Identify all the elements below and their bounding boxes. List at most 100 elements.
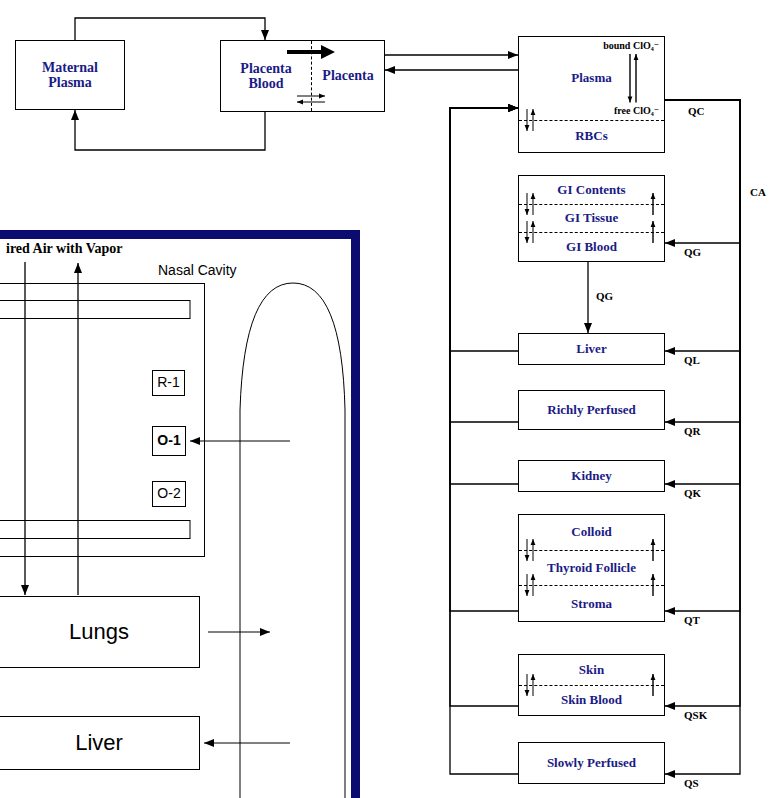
flow-arrow — [665, 100, 740, 422]
compartment-box: ColloidThyroid FollicleStroma — [518, 514, 665, 622]
node-text: Stroma — [571, 597, 612, 611]
airflow-arrow — [77, 263, 78, 595]
region-box: O-1 — [152, 426, 186, 456]
compartment: GI Tissue — [519, 204, 664, 233]
node-text: GI Contents — [557, 183, 625, 197]
compartment: Lungs — [0, 597, 199, 667]
transfer-arrow — [204, 743, 290, 744]
region-box: R-1 — [152, 370, 185, 396]
compartment: GI Blood — [519, 232, 664, 261]
transfer-arrow — [190, 441, 290, 442]
node-text: Colloid — [571, 525, 611, 539]
flow-label: QSK — [683, 709, 708, 722]
placenta-box: Placenta Blood Placenta — [220, 40, 385, 112]
organ-box: Liver — [0, 716, 200, 770]
flow-arrow — [450, 108, 518, 774]
region-box: O-2 — [152, 481, 186, 507]
node-text: GI Blood — [566, 240, 617, 254]
flow-arrow — [665, 100, 740, 243]
compartment: Kidney — [519, 461, 664, 491]
node-text: bound ClO₄⁻ — [603, 40, 659, 51]
node-text: free ClO₄⁻ — [614, 105, 659, 116]
flow-label: QG — [683, 246, 702, 259]
compartment: Maternal Plasma — [16, 41, 124, 109]
organ-box: Richly Perfused — [518, 390, 665, 430]
node-heading: Nasal Cavity — [158, 263, 237, 278]
flow-arrow — [665, 100, 740, 611]
flow-arrow — [75, 18, 265, 40]
compartment: GI Contents — [519, 176, 664, 204]
flow-label: CA — [750, 186, 766, 199]
node-text: Thyroid Follicle — [547, 561, 636, 575]
panel-frame — [0, 235, 356, 798]
flow-arrow — [450, 108, 518, 422]
flow-arrow — [665, 100, 740, 484]
flow-arrow — [450, 108, 518, 484]
compartment: O-2 — [153, 482, 185, 506]
transfer-arrow — [287, 50, 321, 54]
binding-arrow — [635, 54, 636, 102]
compartment-box: SkinSkin Blood — [518, 654, 665, 716]
flow-label: ired Air with Vapor — [6, 241, 123, 257]
compartment: RBCs — [519, 120, 664, 153]
nasal-cavity-box: Nasal CavityR-1O-1O-2 — [0, 283, 205, 557]
node-text: Richly Perfused — [547, 403, 635, 417]
flow-arrow — [450, 108, 518, 706]
airflow-arrow — [24, 262, 25, 595]
compartment: Liver — [0, 717, 199, 769]
flow-label: QR — [683, 425, 702, 438]
blood-outline — [240, 283, 345, 798]
compartment: Liver — [519, 334, 664, 364]
flow-label: QT — [683, 614, 701, 627]
node-text: Kidney — [571, 469, 611, 483]
edge-group — [75, 18, 740, 774]
node-text: Lungs — [69, 620, 129, 644]
node-text: Liver — [75, 731, 123, 755]
node-text: Skin — [579, 663, 604, 677]
node-text: Skin Blood — [561, 693, 622, 707]
flow-arrow — [587, 262, 588, 333]
node-text: Placenta — [322, 68, 373, 83]
node-text: Placenta Blood — [225, 61, 307, 92]
compartment: Skin Blood — [519, 685, 664, 716]
flow-arrow — [385, 69, 518, 70]
flow-arrow — [385, 54, 518, 55]
organ-box: Slowly Perfused — [518, 742, 665, 784]
node-text: GI Tissue — [565, 211, 618, 225]
flow-arrow — [665, 100, 740, 351]
plasma-box: Maternal Plasma — [15, 40, 125, 110]
organ-box: Kidney — [518, 460, 665, 492]
flow-arrow — [665, 100, 740, 706]
node-text: Liver — [576, 342, 606, 356]
node-text: R-1 — [157, 375, 180, 390]
compartment: R-1 — [153, 371, 184, 395]
transfer-arrow — [208, 632, 270, 633]
flow-arrow — [665, 100, 740, 774]
node-text: O-1 — [157, 433, 180, 448]
flow-label: QC — [688, 105, 705, 118]
flow-label: QS — [683, 777, 700, 790]
compartment: Skin — [519, 655, 664, 685]
organ-box: Liver — [518, 333, 665, 365]
flow-arrow — [450, 108, 518, 611]
compartment: Richly Perfused — [519, 391, 664, 429]
flow-arrow — [75, 110, 265, 150]
binding-arrow — [629, 54, 630, 102]
node-text: Slowly Perfused — [547, 756, 636, 770]
node-text: O-2 — [157, 486, 180, 501]
compartment: bound ClO₄⁻ Plasma free ClO₄⁻ — [519, 37, 664, 120]
compartment-box: GI Contents GI Tissue GI Blood — [518, 175, 665, 262]
nasal-wall — [0, 301, 190, 319]
compartment: Stroma — [519, 585, 664, 621]
decoration-group — [190, 52, 653, 743]
node-text: RBCs — [575, 129, 608, 143]
node-text: Plasma — [571, 71, 611, 85]
flow-arrow — [450, 108, 518, 351]
flow-label: QK — [683, 487, 702, 500]
blood-box: bound ClO₄⁻ Plasma free ClO₄⁻ RBCs — [518, 36, 665, 153]
compartment: Thyroid Follicle — [519, 550, 664, 586]
organ-box: Lungs — [0, 596, 200, 668]
compartment: Placenta Blood — [221, 41, 311, 111]
flow-label: QG — [595, 290, 614, 303]
